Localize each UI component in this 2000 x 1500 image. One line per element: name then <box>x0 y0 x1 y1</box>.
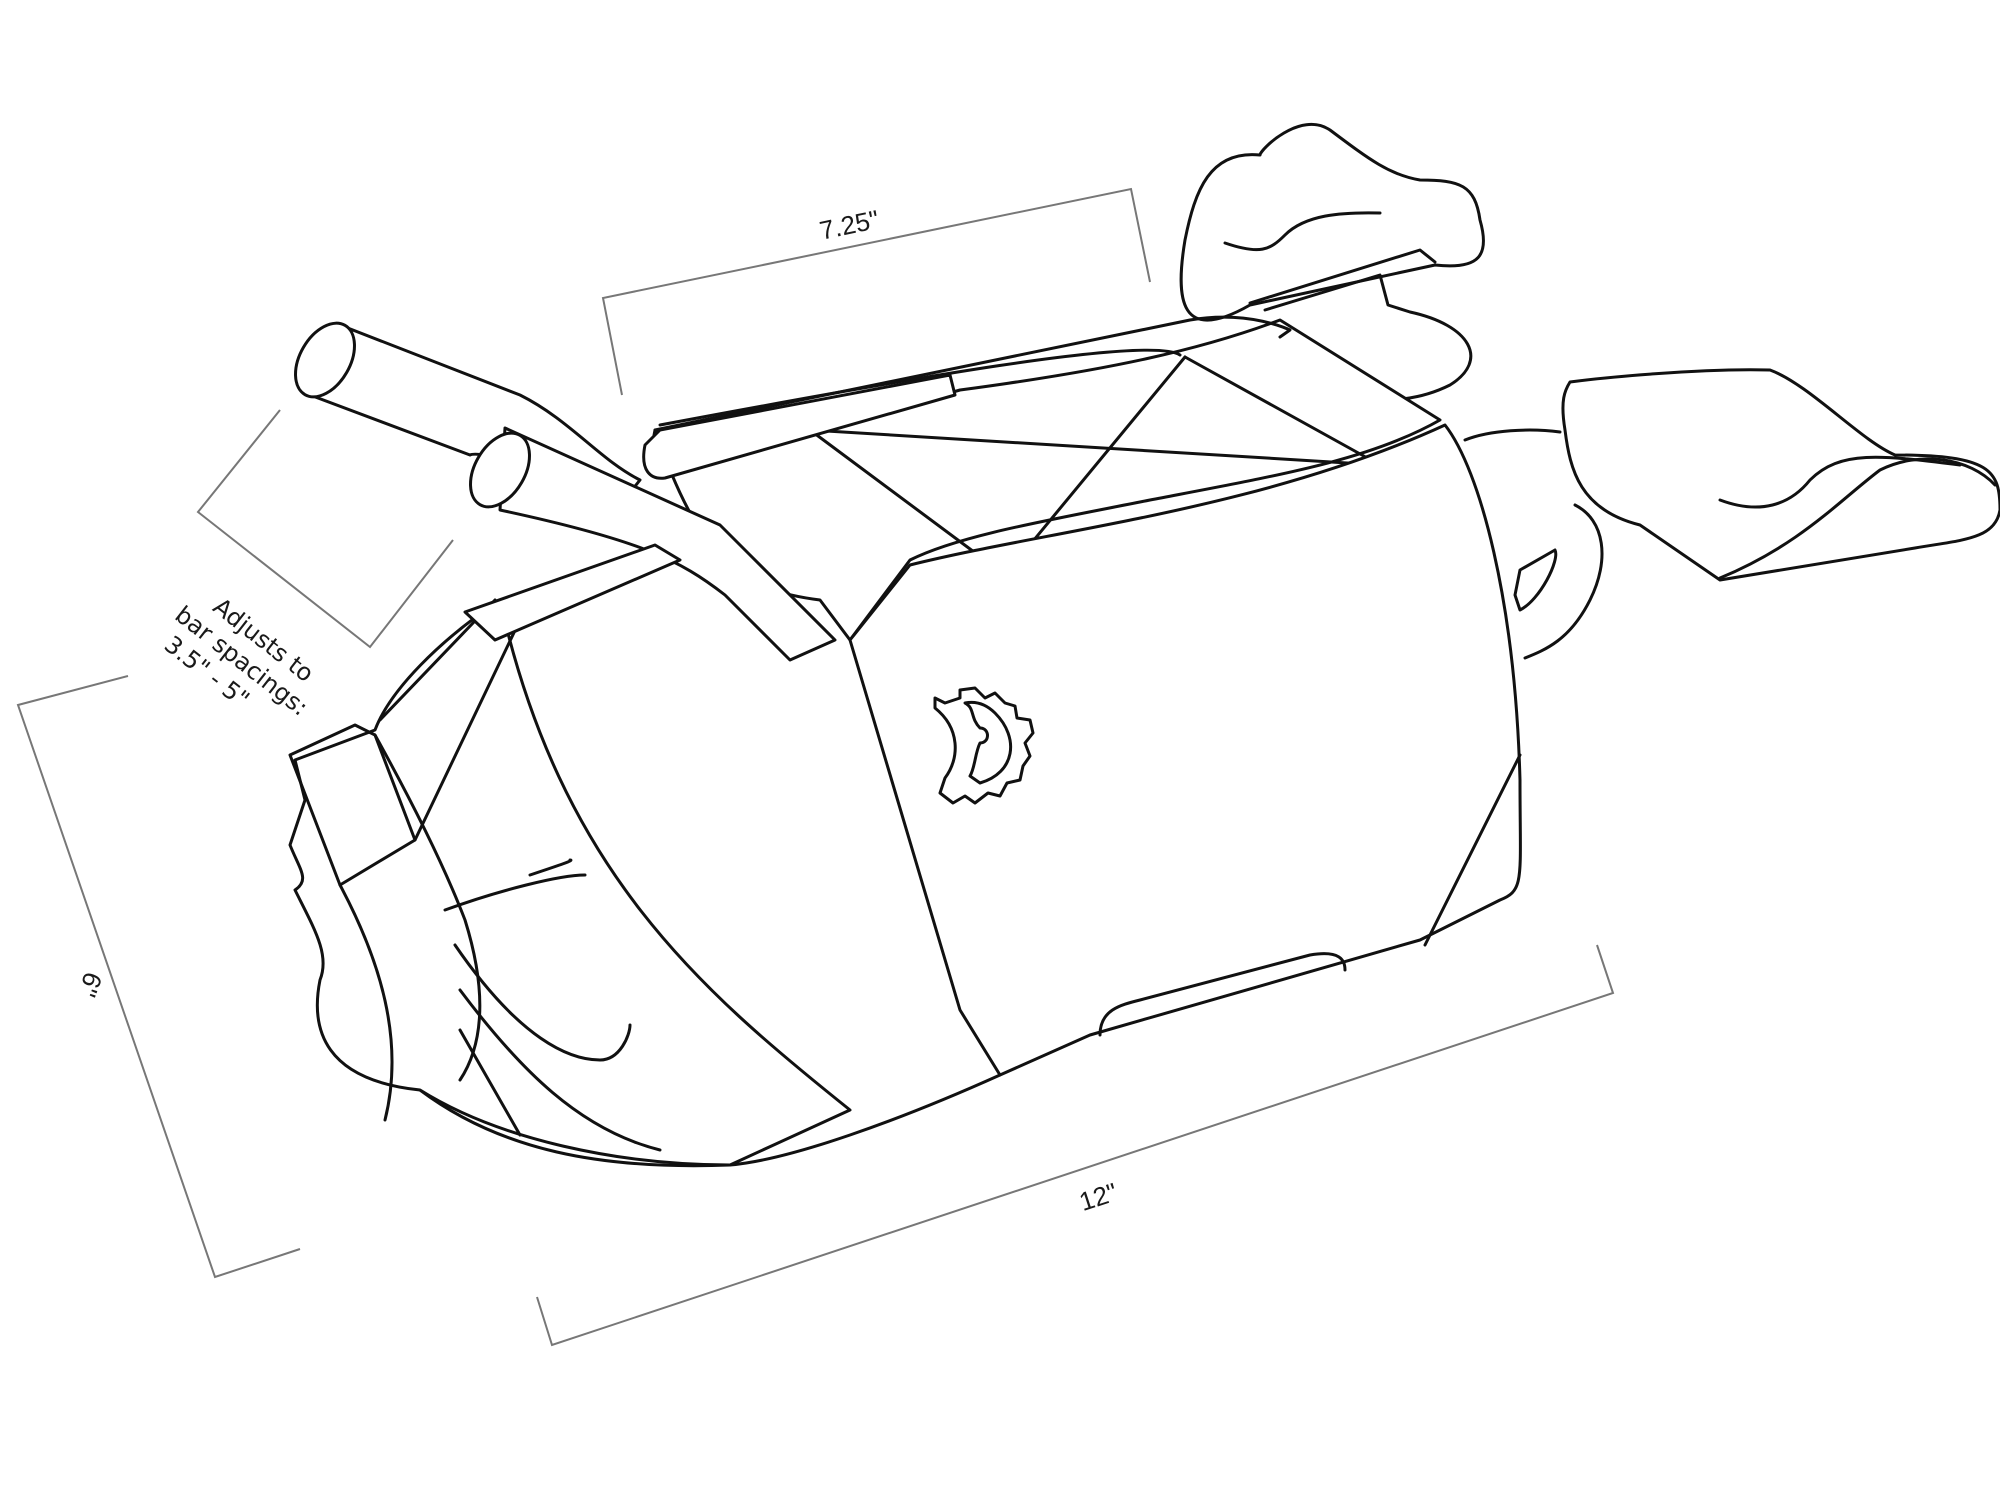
gear-logo-icon <box>933 686 1035 805</box>
dimension-top-width: 7.25" <box>601 187 1151 396</box>
dimension-label-length: 12" <box>1075 1177 1121 1217</box>
roll-top-end <box>288 598 852 1167</box>
top-straps <box>463 373 957 642</box>
main-bag-body <box>418 315 1558 1168</box>
dimension-height: 6" <box>16 675 301 1279</box>
side-pocket-right <box>1463 368 2000 660</box>
dimension-label-height: 6" <box>72 968 108 1001</box>
dimension-label-top-width: 7.25" <box>817 204 882 246</box>
